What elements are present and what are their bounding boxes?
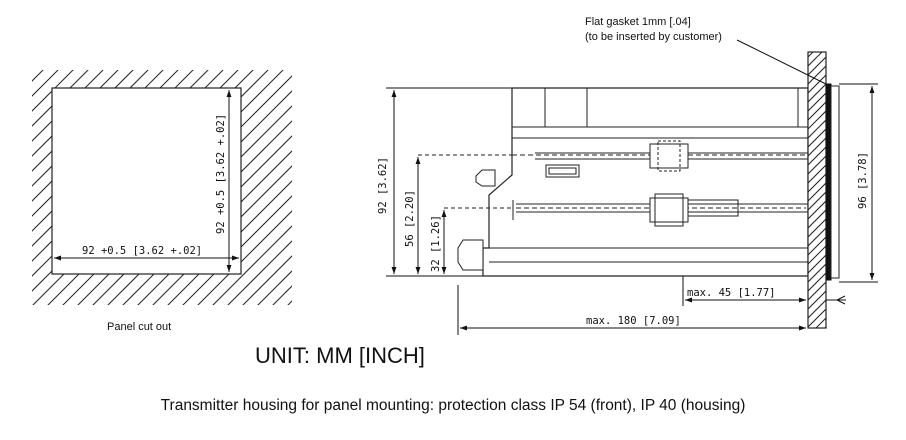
hatch-line (225, 70, 292, 305)
hatch-line (376, 68, 615, 307)
gasket-leader (736, 39, 831, 87)
hatch-line (496, 68, 735, 307)
cutout-opening (51, 87, 242, 275)
side-latch (475, 169, 496, 187)
hatch-line (391, 68, 630, 307)
hatch-line (526, 68, 765, 307)
hatch-line (808, 290, 826, 310)
hatch-line (240, 70, 292, 305)
hatch-line (808, 52, 823, 67)
hatch-line (421, 68, 660, 307)
hatch-line (0, 68, 30, 307)
hatch-line (436, 68, 675, 307)
hatch-line (868, 50, 906, 330)
hatch-line (255, 70, 292, 305)
hatch-line (808, 182, 826, 202)
hatch-line (32, 70, 91, 305)
connector-lower (457, 239, 484, 271)
hatch-line (32, 70, 76, 305)
dim-32-label: 32 [1.26] (430, 215, 442, 272)
hatch-line (210, 70, 292, 305)
figure-caption: Transmitter housing for panel mounting: … (160, 397, 746, 414)
dim-56-label: 56 [2.20] (404, 190, 416, 247)
gasket-note: Flat gasket 1mm [.04] (to be inserted by… (585, 15, 722, 45)
hatch-line (32, 70, 61, 305)
dim-max180-label: max. 180 [7.09] (586, 315, 681, 327)
side-view-dimensions (386, 83, 878, 335)
hatch-line (361, 68, 600, 307)
unit-label: UNIT: MM [INCH] (255, 343, 425, 368)
upper-fixing-rod (512, 140, 808, 172)
flat-gasket (825, 83, 832, 281)
connector-upper (545, 164, 580, 178)
hatch-line (331, 68, 570, 307)
hatch-line (481, 68, 720, 307)
hatch-line (511, 68, 750, 307)
hatch-line (808, 173, 826, 193)
hatch-line (841, 50, 906, 330)
dim-92-label: 92 [3.62] (377, 157, 389, 214)
hatch-line (808, 92, 826, 112)
hatch-line (877, 50, 906, 330)
hatch-line (451, 68, 690, 307)
dim-96-label: 96 [3.78] (857, 152, 869, 209)
hatch-line (32, 70, 46, 305)
cutout-height-label: 92 +0.5 [3.62 +.02] (215, 114, 227, 234)
panel-hatching (808, 50, 906, 330)
side-view (418, 39, 906, 330)
hatch-line (270, 70, 292, 305)
panel-cutout: 92 +0.5 [3.62 +.02] 92 +0.5 [3.62 +.02] (0, 68, 765, 307)
hatch-line (466, 68, 705, 307)
hatch-line (895, 50, 906, 330)
hatch-line (808, 83, 826, 103)
panel-cutout-label: Panel cut out (107, 321, 172, 333)
dim-max45-label: max. 45 [1.77] (687, 287, 776, 299)
front-bezel (830, 85, 840, 279)
gasket-note-line2: (to be inserted by customer) (585, 31, 722, 43)
cutout-width-label: 92 +0.5 [3.62 +.02] (82, 245, 202, 257)
hatch-line (886, 50, 906, 330)
hatch-line (301, 68, 540, 307)
hatch-line (808, 272, 826, 292)
hatch-line (832, 50, 906, 330)
gasket-note-line1: Flat gasket 1mm [.04] (585, 16, 691, 28)
hatch-line (285, 70, 292, 305)
hatch-line (808, 281, 826, 301)
lower-fixing-rod (512, 193, 808, 227)
